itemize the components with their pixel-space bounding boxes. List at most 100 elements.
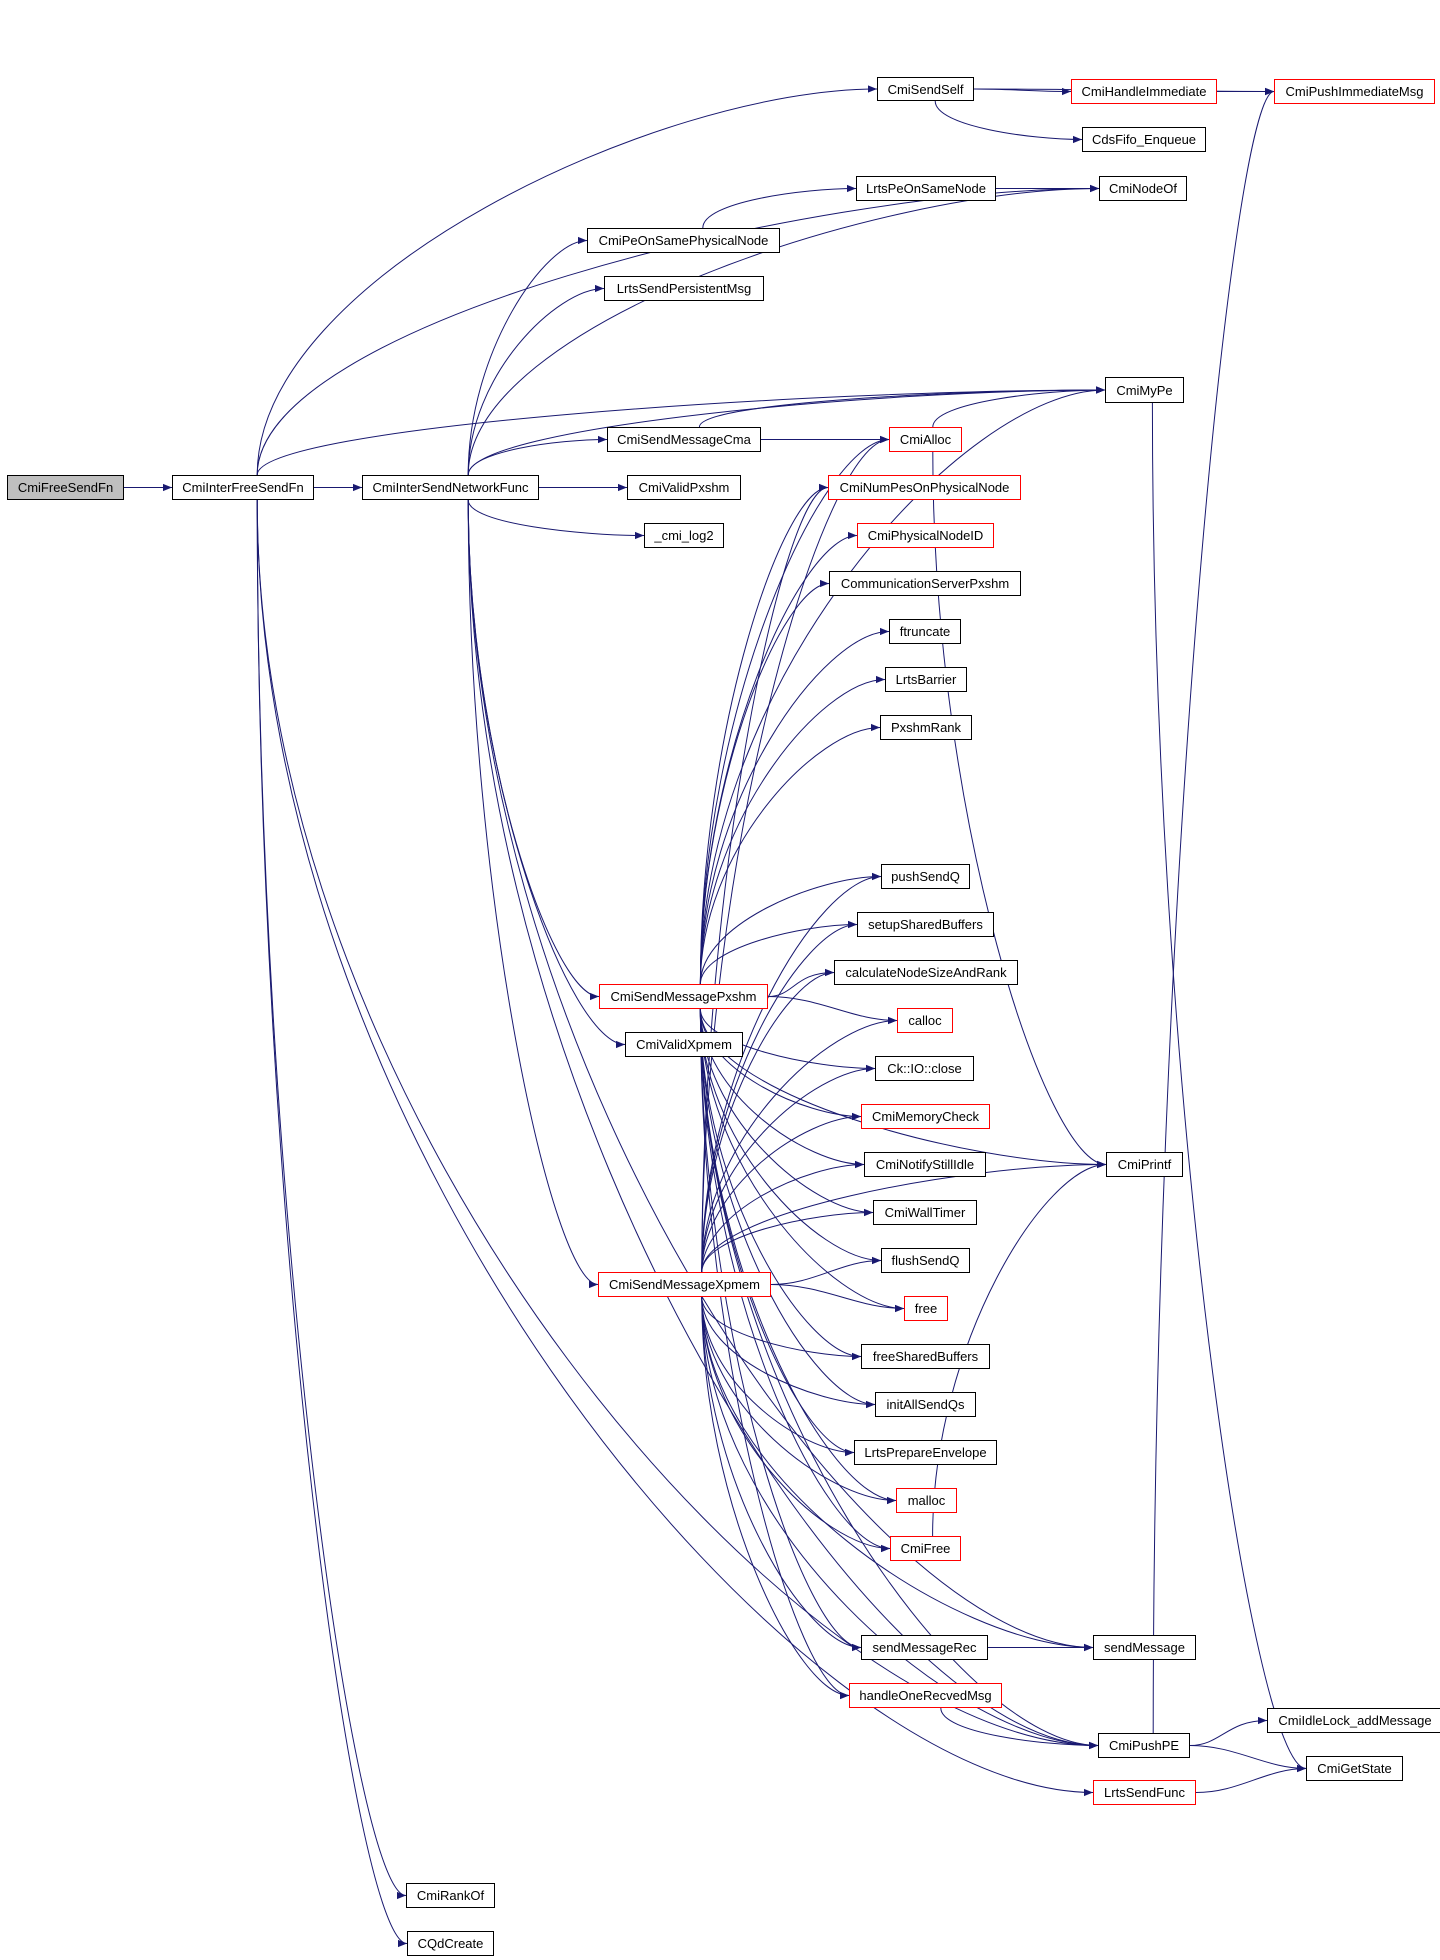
node-label: CQdCreate xyxy=(417,1936,484,1951)
node-cmiintersendnetworkfunc[interactable]: CmiInterSendNetworkFunc xyxy=(362,475,539,500)
node-cmisendmessagepxshm[interactable]: CmiSendMessagePxshm xyxy=(599,984,768,1009)
edge-cmisendmessagexpmem-to-cminotifystillidle xyxy=(701,1160,865,1273)
node-free[interactable]: free xyxy=(904,1296,948,1321)
node-label: CmiHandleImmediate xyxy=(1081,84,1207,99)
node-cqdcreate[interactable]: CQdCreate xyxy=(407,1931,494,1956)
node-label: ftruncate xyxy=(899,624,951,639)
node-cminumpesonphysicalnode[interactable]: CmiNumPesOnPhysicalNode xyxy=(828,475,1021,500)
node-cmisendself[interactable]: CmiSendSelf xyxy=(877,77,974,101)
edge-cmisendmessagepxshm-to-freesharedbuffers xyxy=(699,1008,862,1361)
node-cmi-log2[interactable]: _cmi_log2 xyxy=(644,523,724,548)
node-cminodeof[interactable]: CmiNodeOf xyxy=(1099,176,1187,201)
node-calculatenodesizeandrank[interactable]: calculateNodeSizeAndRank xyxy=(834,960,1018,985)
node-flushsendq[interactable]: flushSendQ xyxy=(881,1248,970,1273)
node-freesharedbuffers[interactable]: freeSharedBuffers xyxy=(861,1344,990,1369)
node-label: CmiValidXpmem xyxy=(636,1037,732,1052)
edge-cmisendmessagexpmem-to-initallsendqs xyxy=(701,1296,876,1409)
node-cmialloc[interactable]: CmiAlloc xyxy=(889,427,962,452)
node-lrtsprepareenvelope[interactable]: LrtsPrepareEnvelope xyxy=(854,1440,997,1465)
node-label: freeSharedBuffers xyxy=(872,1349,979,1364)
node-cmivalidxpmem[interactable]: CmiValidXpmem xyxy=(625,1032,743,1057)
node-cmipushpe[interactable]: CmiPushPE xyxy=(1098,1733,1190,1758)
node-label: CdsFifo_Enqueue xyxy=(1091,132,1197,147)
node-cmipushimmediatemsg[interactable]: CmiPushImmediateMsg xyxy=(1274,79,1435,104)
edge-cmisendmessagepxshm-to-calloc xyxy=(767,996,898,1025)
node-cmiinterfreesendfn[interactable]: CmiInterFreeSendFn xyxy=(172,475,314,500)
node-label: CmiRankOf xyxy=(416,1888,485,1903)
edge-cmisendmessagexpmem-to-calculatenodesizeandrank xyxy=(701,968,835,1273)
node-cmimype[interactable]: CmiMyPe xyxy=(1105,377,1184,403)
node-cmiprintf[interactable]: CmiPrintf xyxy=(1106,1152,1183,1177)
edge-cmisendmessagepxshm-to-cminumpesonphysicalnode xyxy=(699,483,829,985)
node-calloc[interactable]: calloc xyxy=(897,1008,953,1033)
node-label: CmiSendSelf xyxy=(887,81,964,97)
edge-cmiintersendnetworkfunc-to-lrtssendpersistentmsg xyxy=(467,284,605,476)
node-label: CmiWallTimer xyxy=(884,1205,966,1220)
edge-cmisendmessagexpmem-to-cmipushpe xyxy=(701,1296,1099,1750)
node-cmiphysicalnodeid[interactable]: CmiPhysicalNodeID xyxy=(857,523,994,548)
node-sendmessage[interactable]: sendMessage xyxy=(1093,1635,1196,1660)
node-label: CmiSendMessagePxshm xyxy=(610,989,757,1004)
node-cmisendmessagecma[interactable]: CmiSendMessageCma xyxy=(607,427,761,452)
node-cmiwalltimer[interactable]: CmiWallTimer xyxy=(873,1200,977,1225)
node-cminotifystillidle[interactable]: CmiNotifyStillIdle xyxy=(864,1152,986,1177)
edge-cmiinterfreesendfn-to-lrtssendfunc xyxy=(256,499,1094,1797)
node-lrtssendfunc[interactable]: LrtsSendFunc xyxy=(1093,1780,1196,1805)
node-cmifree[interactable]: CmiFree xyxy=(890,1536,961,1561)
node-cmihandleimmediate[interactable]: CmiHandleImmediate xyxy=(1071,79,1217,104)
node-sendmessagerec[interactable]: sendMessageRec xyxy=(861,1635,988,1660)
edge-cmisendmessagexpmem-to-lrtsprepareenvelope xyxy=(701,1296,855,1457)
node-initallsendqs[interactable]: initAllSendQs xyxy=(875,1392,976,1417)
node-label: sendMessageRec xyxy=(872,1640,977,1655)
node-ck-io-close[interactable]: Ck::IO::close xyxy=(875,1056,974,1081)
node-communicationserverpxshm[interactable]: CommunicationServerPxshm xyxy=(829,571,1021,596)
node-label: CmiMemoryCheck xyxy=(872,1109,979,1124)
node-label: CmiMyPe xyxy=(1116,382,1173,398)
node-cmiidlelock-addmessage[interactable]: CmiIdleLock_addMessage xyxy=(1267,1708,1440,1733)
edge-cmisendmessagepxshm-to-pushsendq xyxy=(699,872,882,985)
node-ftruncate[interactable]: ftruncate xyxy=(889,619,961,644)
node-label: CmiNotifyStillIdle xyxy=(875,1157,975,1172)
node-lrtsbarrier[interactable]: LrtsBarrier xyxy=(885,667,967,692)
edge-cmisendmessagexpmem-to-sendmessagerec xyxy=(701,1296,862,1652)
node-label: sendMessage xyxy=(1104,1640,1185,1655)
edge-cmiintersendnetworkfunc-to-cminodeof xyxy=(467,184,1100,476)
edge-cmisendself-to-cdsfifo-enqueue xyxy=(934,100,1083,144)
node-setupsharedbuffers[interactable]: setupSharedBuffers xyxy=(857,912,994,937)
edge-cmialloc-to-cmiprintf xyxy=(932,451,1107,1169)
edge-cmisendmessagexpmem-to-cmialloc xyxy=(701,435,890,1273)
node-pxshmrank[interactable]: PxshmRank xyxy=(880,715,972,740)
node-handleonerecvedmsg[interactable]: handleOneRecvedMsg xyxy=(849,1683,1002,1708)
edge-cmisendmessagexpmem-to-freesharedbuffers xyxy=(701,1296,862,1361)
node-label: calculateNodeSizeAndRank xyxy=(845,965,1007,980)
edge-lrtssendfunc-to-cmigetstate xyxy=(1195,1764,1307,1793)
node-label: PxshmRank xyxy=(890,720,962,735)
edge-cmiinterfreesendfn-to-cqdcreate xyxy=(256,499,408,1947)
node-cdsfifo-enqueue[interactable]: CdsFifo_Enqueue xyxy=(1082,127,1206,152)
edge-cmiintersendnetworkfunc-to-cmisendmessagexpmem xyxy=(467,499,599,1289)
node-cmipeonsamephysicalnode[interactable]: CmiPeOnSamePhysicalNode xyxy=(587,228,780,253)
node-malloc[interactable]: malloc xyxy=(896,1488,957,1513)
edge-cmisendmessagexpmem-to-malloc xyxy=(701,1296,897,1505)
edge-cmisendmessagepxshm-to-lrtsprepareenvelope xyxy=(699,1008,855,1457)
node-label: initAllSendQs xyxy=(886,1397,965,1412)
node-lrtssendpersistentmsg[interactable]: LrtsSendPersistentMsg xyxy=(604,276,764,301)
edge-cmipushpe-to-cmiidlelock-addmessage xyxy=(1189,1716,1268,1746)
node-pushsendq[interactable]: pushSendQ xyxy=(881,864,970,889)
edge-cmisendmessagepxshm-to-pxshmrank xyxy=(699,723,881,985)
edge-cmiintersendnetworkfunc-to-cmipushpe xyxy=(467,499,1099,1750)
node-cmimemorycheck[interactable]: CmiMemoryCheck xyxy=(861,1104,990,1129)
edge-cmisendmessagexpmem-to-handleonerecvedmsg xyxy=(701,1296,850,1700)
edge-cmisendmessagepxshm-to-flushsendq xyxy=(699,1008,882,1265)
node-cmivalidpxshm[interactable]: CmiValidPxshm xyxy=(627,475,741,500)
edge-cmiintersendnetworkfunc-to-cmisendmessagecma xyxy=(467,435,608,476)
node-lrtspeonsamenode[interactable]: LrtsPeOnSameNode xyxy=(856,176,996,201)
edge-cmipushpe-to-cmigetstate xyxy=(1189,1745,1307,1773)
node-cmirankof[interactable]: CmiRankOf xyxy=(406,1883,495,1908)
node-cmisendmessagexpmem[interactable]: CmiSendMessageXpmem xyxy=(598,1272,771,1297)
edge-cmiinterfreesendfn-to-cmimype xyxy=(256,386,1106,476)
edge-handleonerecvedmsg-to-cmipushpe xyxy=(940,1707,1099,1750)
node-cmigetstate[interactable]: CmiGetState xyxy=(1306,1756,1403,1781)
node-label: setupSharedBuffers xyxy=(868,917,983,932)
